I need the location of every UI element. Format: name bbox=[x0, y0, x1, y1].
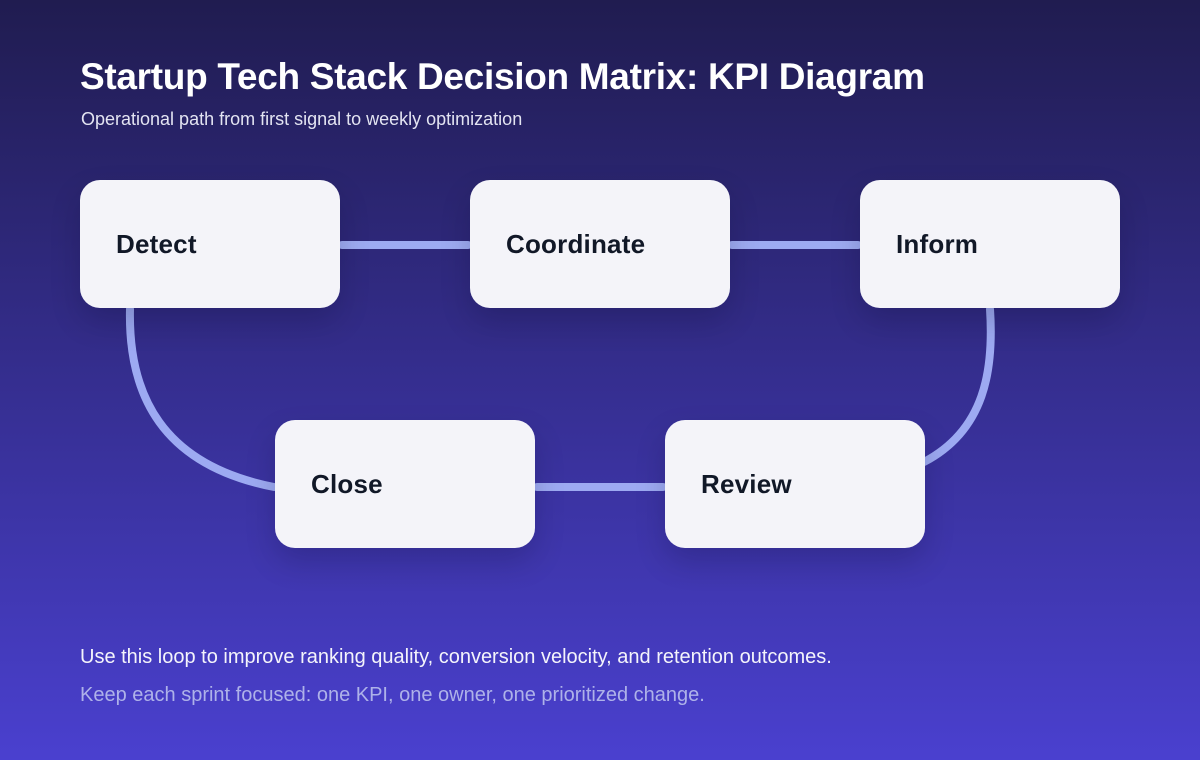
node-close: Close bbox=[275, 420, 535, 548]
page-subtitle: Operational path from first signal to we… bbox=[81, 108, 523, 129]
node-coordinate-label: Coordinate bbox=[506, 228, 646, 259]
page-title: Startup Tech Stack Decision Matrix: KPI … bbox=[80, 56, 925, 97]
node-close-label: Close bbox=[311, 468, 383, 499]
node-coordinate: Coordinate bbox=[470, 180, 730, 308]
footer: Use this loop to improve ranking quality… bbox=[80, 646, 832, 707]
node-review: Review bbox=[665, 420, 925, 548]
header: Startup Tech Stack Decision Matrix: KPI … bbox=[80, 56, 925, 130]
node-inform: Inform bbox=[860, 180, 1120, 308]
footer-note-secondary: Keep each sprint focused: one KPI, one o… bbox=[80, 684, 705, 706]
node-detect-label: Detect bbox=[116, 228, 197, 259]
node-detect: Detect bbox=[80, 180, 340, 308]
node-review-label: Review bbox=[701, 468, 792, 499]
footer-note-primary: Use this loop to improve ranking quality… bbox=[80, 646, 832, 668]
connector-inform-review-curve bbox=[920, 305, 995, 466]
node-inform-label: Inform bbox=[896, 228, 979, 259]
connector-detect-close-curve bbox=[125, 305, 278, 491]
